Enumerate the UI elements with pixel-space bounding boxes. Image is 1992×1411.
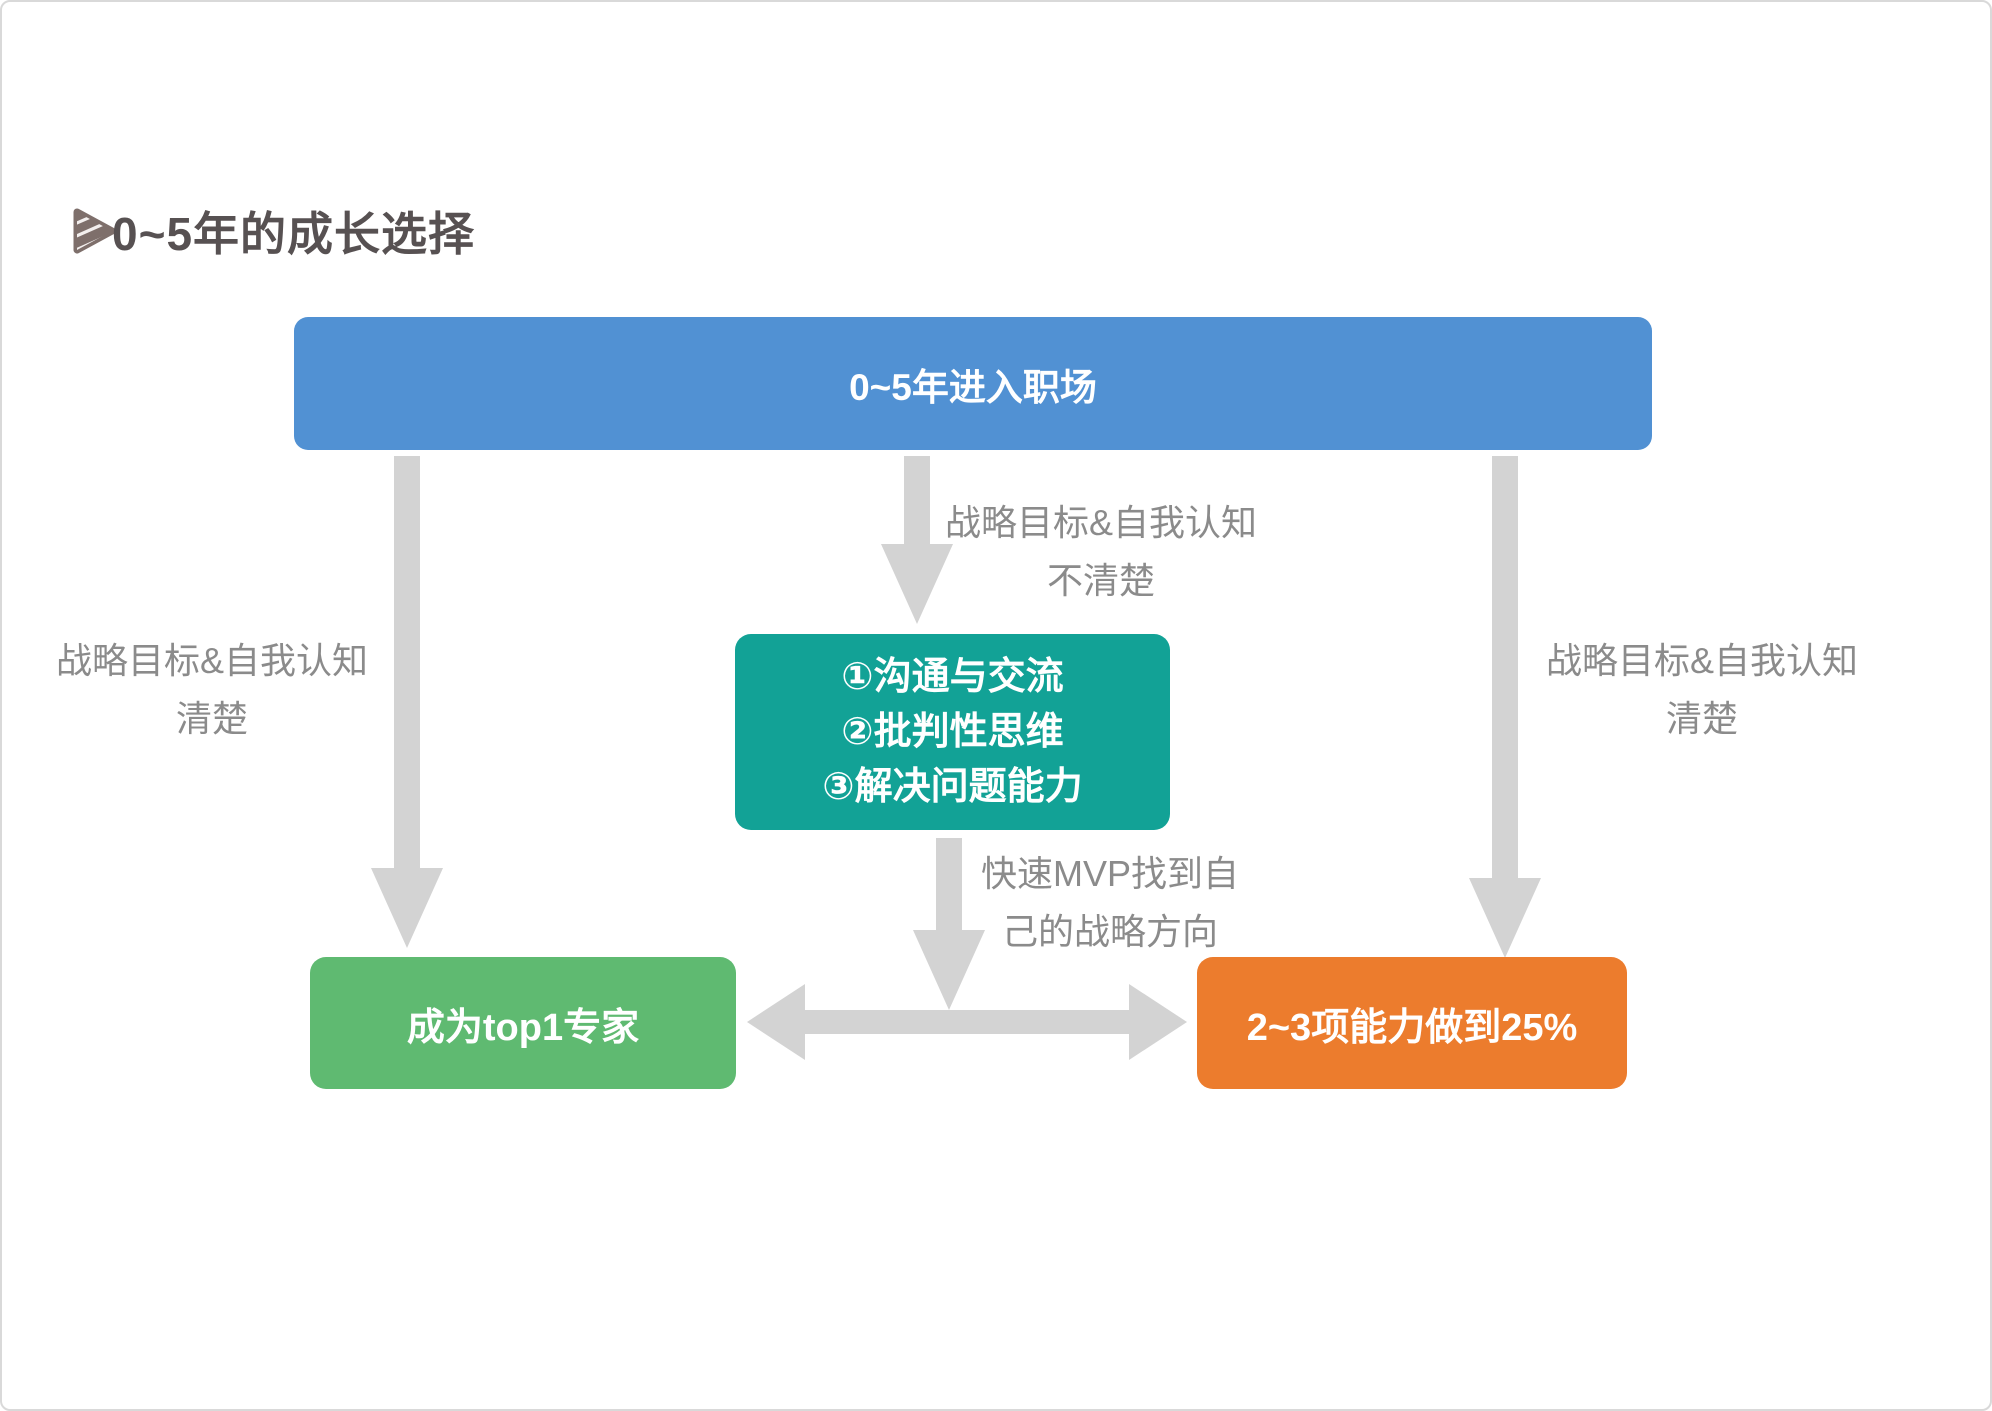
arrow-shaft bbox=[394, 456, 420, 870]
flow-node-core-skills-line: ①沟通与交流 bbox=[841, 655, 1064, 698]
edge-label-line: 快速MVP找到自 bbox=[980, 853, 1239, 894]
play-triangle-icon bbox=[73, 208, 116, 254]
flow-node-core-skills-line: ③解决问题能力 bbox=[822, 765, 1083, 808]
down-arrow-right bbox=[1469, 456, 1541, 958]
arrow-head-down-icon bbox=[1469, 878, 1541, 958]
flow-node-ability-25pct: 2~3项能力做到25% bbox=[1197, 957, 1627, 1089]
edge-label-line: 战略目标&自我认知 bbox=[1545, 640, 1858, 681]
flow-node-top1-expert: 成为top1专家 bbox=[310, 957, 736, 1089]
arrow-head-right-icon bbox=[1129, 984, 1187, 1060]
flow-node-career-entry-label: 0~5年进入职场 bbox=[849, 366, 1097, 408]
flow-node-core-skills-line: ②批判性思维 bbox=[841, 710, 1064, 753]
edge-label-line: 清楚 bbox=[1665, 698, 1738, 739]
diagram-title-row: 0~5年的成长选择 bbox=[68, 198, 475, 264]
down-arrow-middle-upper bbox=[881, 456, 953, 624]
edge-label-clear-right: 战略目标&自我认知 清楚 bbox=[1517, 632, 1887, 748]
arrow-head-down-icon bbox=[913, 930, 985, 1010]
edge-label-line: 战略目标&自我认知 bbox=[55, 640, 368, 681]
edge-label-line: 己的战略方向 bbox=[1001, 911, 1218, 952]
arrow-shaft bbox=[803, 1010, 1131, 1034]
edge-label-line: 清楚 bbox=[175, 698, 248, 739]
arrow-shaft bbox=[1492, 456, 1518, 880]
flow-node-core-skills: ①沟通与交流 ②批判性思维 ③解决问题能力 bbox=[735, 634, 1170, 830]
flow-node-ability-25pct-label: 2~3项能力做到25% bbox=[1246, 1006, 1578, 1049]
flow-node-top1-expert-label: 成为top1专家 bbox=[406, 1006, 640, 1049]
edge-label-mvp: 快速MVP找到自 己的战略方向 bbox=[930, 845, 1290, 961]
arrow-head-down-icon bbox=[371, 868, 443, 948]
arrow-head-left-icon bbox=[747, 984, 805, 1060]
edge-label-unclear-middle: 战略目标&自我认知 不清楚 bbox=[916, 494, 1286, 610]
edge-label-line: 不清楚 bbox=[1046, 560, 1155, 601]
arrow-head-down-icon bbox=[881, 544, 953, 624]
edge-label-line: 战略目标&自我认知 bbox=[944, 502, 1257, 543]
edge-label-clear-left: 战略目标&自我认知 清楚 bbox=[32, 632, 392, 748]
down-arrow-left bbox=[371, 456, 443, 948]
down-arrow-middle-lower bbox=[913, 838, 985, 1010]
page-title: 0~5年的成长选择 bbox=[112, 208, 476, 260]
arrow-shaft bbox=[904, 456, 930, 546]
double-headed-arrow bbox=[747, 984, 1187, 1060]
arrow-shaft bbox=[936, 838, 962, 932]
flow-node-career-entry: 0~5年进入职场 bbox=[294, 317, 1652, 450]
